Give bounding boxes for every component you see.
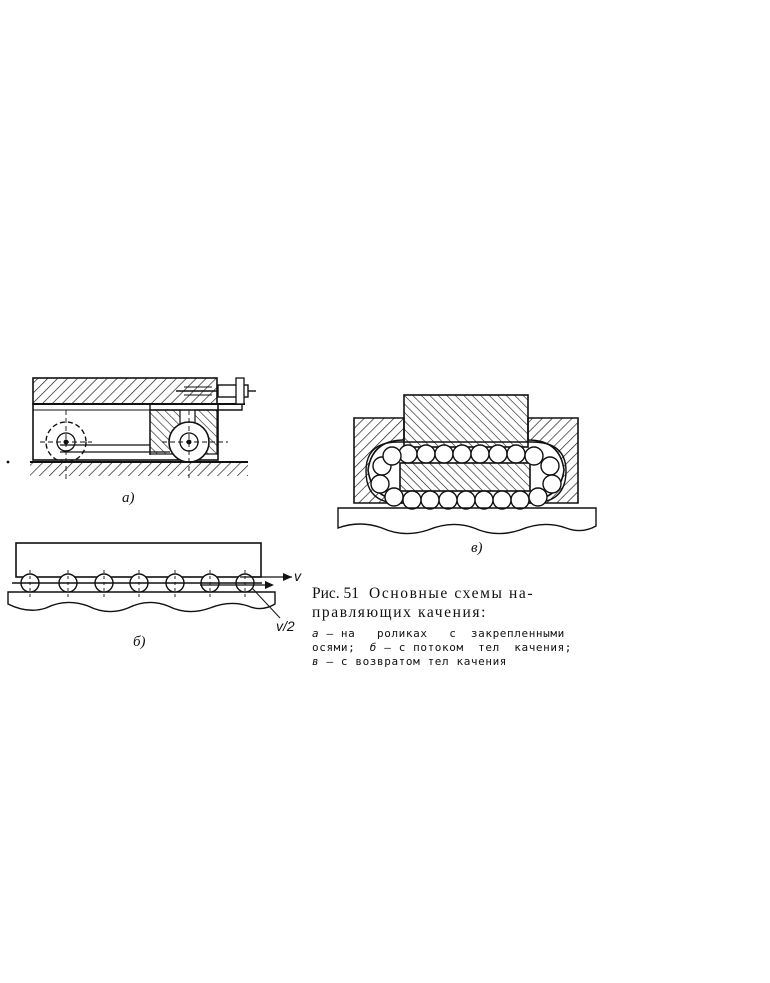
- scheme-a-frame: [32, 403, 219, 461]
- label-a: а): [122, 490, 135, 506]
- half-velocity-label: v/2: [276, 618, 295, 634]
- velocity-label: v: [294, 568, 301, 584]
- scheme-v: [337, 394, 597, 535]
- figure-caption: Рис. 51 Основные схемы на- правляющих кач…: [312, 584, 614, 669]
- scheme-v-guide: [399, 462, 531, 492]
- legend-item-b: осями; б — с потоком тел качения;: [312, 641, 573, 654]
- scheme-v-base: [337, 507, 597, 535]
- figure-number: Рис. 51: [312, 585, 360, 602]
- scheme-a-base: [30, 462, 248, 476]
- label-v: в): [471, 540, 483, 556]
- caption-title: Рис. 51 Основные схемы на- правляющих кач…: [312, 584, 614, 622]
- label-b: б): [133, 634, 146, 650]
- scheme-v-carriage: [403, 394, 529, 448]
- scheme-a: [30, 377, 256, 480]
- caption-title-line2: правляющих качения:: [312, 604, 487, 621]
- scheme-v-rolling-bodies: [370, 444, 562, 510]
- legend-item-v: в — с возвратом тел качения: [312, 655, 508, 668]
- scheme-b: [7, 542, 292, 619]
- scheme-b-table: [15, 542, 262, 578]
- scheme-b-base: [7, 591, 276, 613]
- caption-title-line1: Основные схемы на-: [369, 585, 535, 602]
- scheme-a-adjust-screw: [176, 377, 256, 405]
- legend-item-a: а — на роликах с закрепленными: [312, 627, 565, 640]
- caption-legend: а — на роликах с закрепленными осями; б …: [312, 627, 614, 669]
